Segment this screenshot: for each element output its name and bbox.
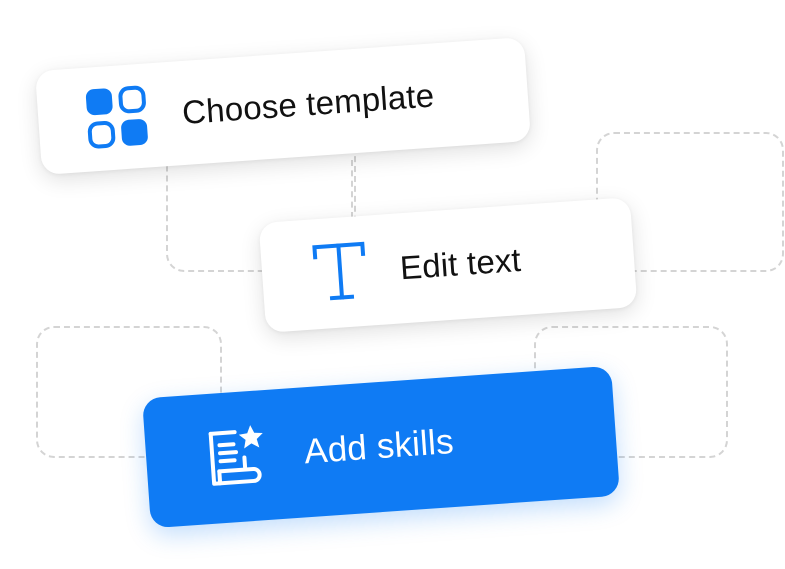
- add-skills-button[interactable]: Add skills: [142, 365, 620, 529]
- edit-text-button[interactable]: Edit text: [258, 197, 638, 333]
- choose-template-button[interactable]: Choose template: [34, 37, 532, 175]
- template-grid-icon: [82, 82, 152, 152]
- edit-text-label: Edit text: [398, 240, 523, 287]
- add-skills-label: Add skills: [302, 421, 455, 472]
- choose-template-label: Choose template: [180, 76, 436, 132]
- skills-list-star-icon: [198, 420, 273, 495]
- placeholder-divider-top: [351, 160, 353, 270]
- text-t-icon: [308, 238, 372, 308]
